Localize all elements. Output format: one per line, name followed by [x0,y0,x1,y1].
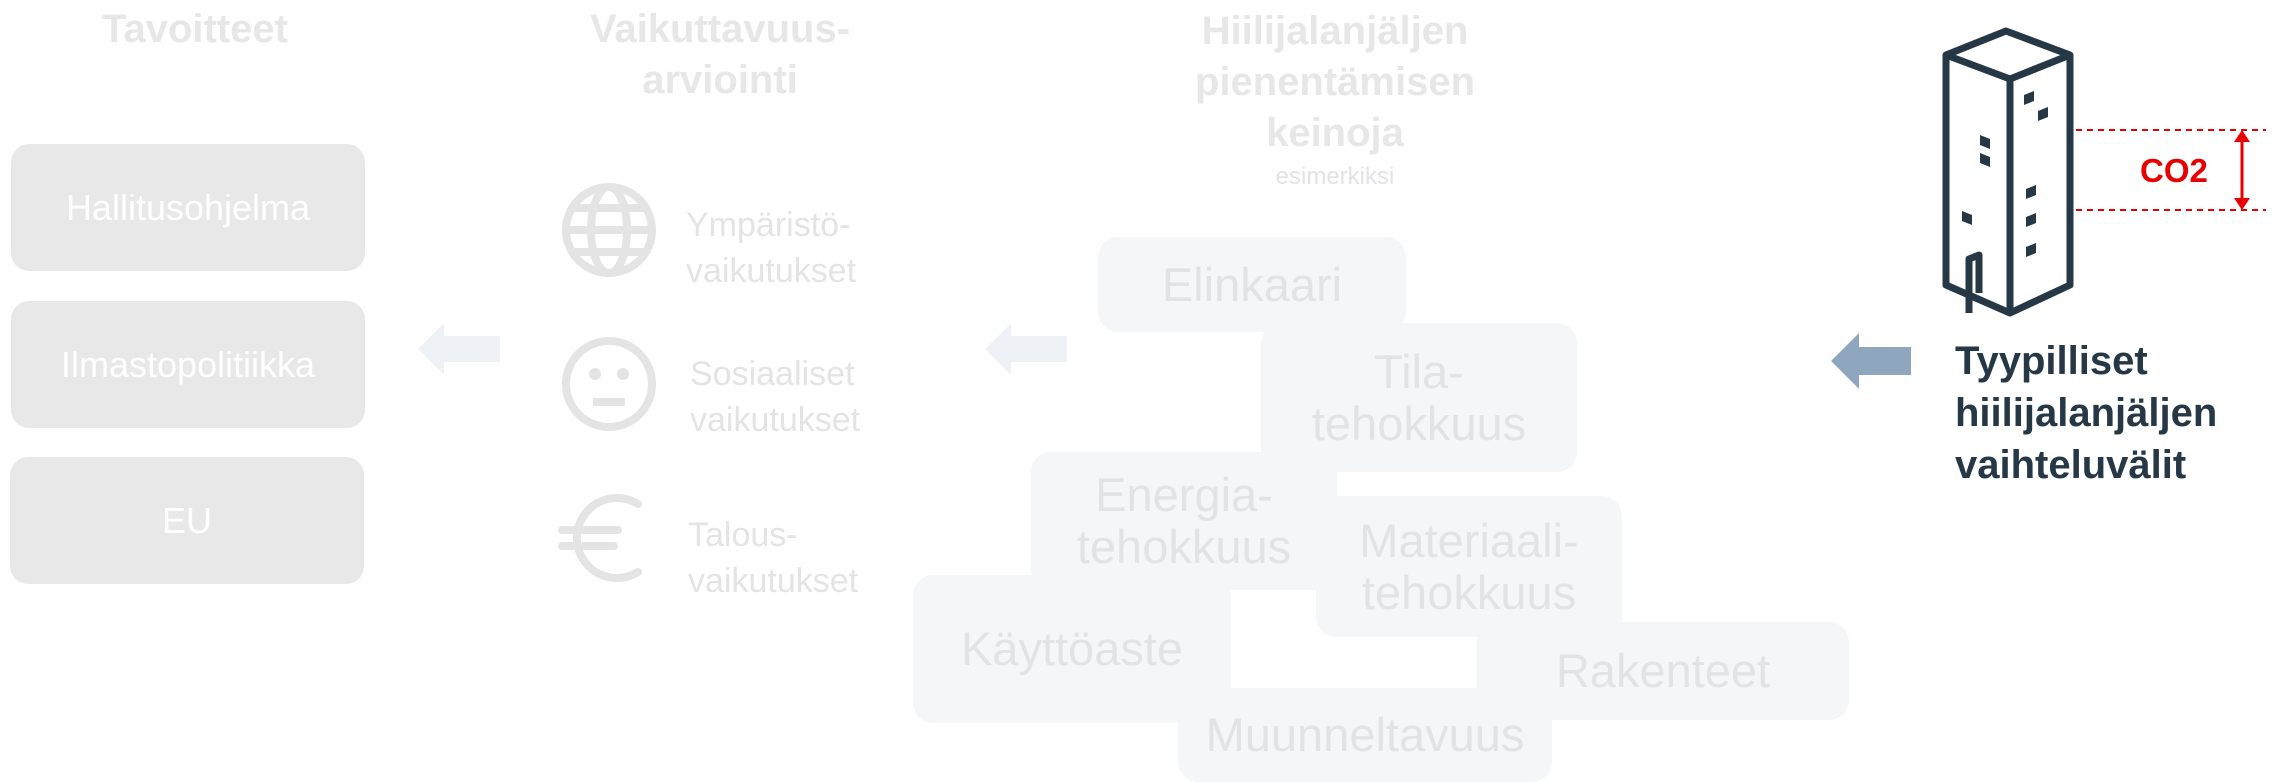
impact-title-line2: arviointi [642,58,798,102]
means-energia-line2: tehokkuus [1076,520,1292,573]
means-subtitle: esimerkiksi [1275,163,1395,190]
means-elinkaari[interactable]: Elinkaari [1098,237,1406,332]
impact-environment-label: Ympäristö- vaikutukset [686,202,856,294]
means-tilatehokkuus[interactable]: Tila- tehokkuus [1261,323,1577,472]
typical-line1: Tyypilliset [1955,339,2148,383]
means-title-line3: keinoja [1266,111,1404,155]
co2-label: CO2 [2140,152,2208,189]
impact-economic-label: Talous- vaikutukset [688,512,858,604]
impact-social-line1: Sosiaaliset [690,355,855,393]
impact-title: Vaikuttavuus- arviointi [560,4,880,106]
left-arrow-icon [418,323,500,375]
typical-ranges-label: Tyypilliset hiilijalanjäljen vaihteluväl… [1955,335,2275,491]
impact-economic-line1: Talous- [688,516,798,554]
typical-line2: hiilijalanjäljen [1955,391,2218,435]
goals-title: Tavoitteet [102,7,288,51]
means-title: Hiilijalanjäljen pienentämisen keinoja [1150,6,1520,159]
means-title-line2: pienentämisen [1194,60,1476,104]
globe-icon [562,183,656,277]
means-muunneltavuus[interactable]: Muunneltavuus [1178,688,1552,782]
euro-icon [558,494,642,582]
impact-environment-line2: vaikutukset [686,252,857,290]
means-tila-line1: Tila- [1374,344,1464,398]
neutral-face-icon [562,337,656,431]
co2-range-indicator [2076,129,2266,211]
left-arrow-icon [985,323,1067,375]
impact-title-line1: Vaikuttavuus- [589,7,851,51]
means-materiaali-line1: Materiaali- [1359,513,1579,567]
goal-hallitusohjelma[interactable]: Hallitusohjelma [11,144,365,271]
means-kayttoaste[interactable]: Käyttöaste [913,575,1231,723]
goal-eu[interactable]: EU [10,457,364,584]
impact-environment-line1: Ympäristö- [686,206,851,244]
means-tila-line2: tehokkuus [1311,396,1527,450]
means-energia-line1: Energia- [1095,468,1273,521]
building-icon [1942,27,2074,317]
impact-economic-line2: vaikutukset [688,562,859,600]
means-materiaali-line2: tehokkuus [1361,565,1577,619]
means-title-line1: Hiilijalanjäljen [1201,9,1469,53]
impact-social-label: Sosiaaliset vaikutukset [690,351,860,443]
impact-social-line2: vaikutukset [690,401,861,439]
left-arrow-icon [1831,333,1911,389]
means-energiatehokkuus[interactable]: Energia- tehokkuus [1031,452,1337,590]
typical-line3: vaihteluvälit [1955,443,2187,487]
means-materiaalitehokkuus[interactable]: Materiaali- tehokkuus [1316,496,1622,637]
goal-ilmastopolitiikka[interactable]: Ilmastopolitiikka [11,301,365,428]
